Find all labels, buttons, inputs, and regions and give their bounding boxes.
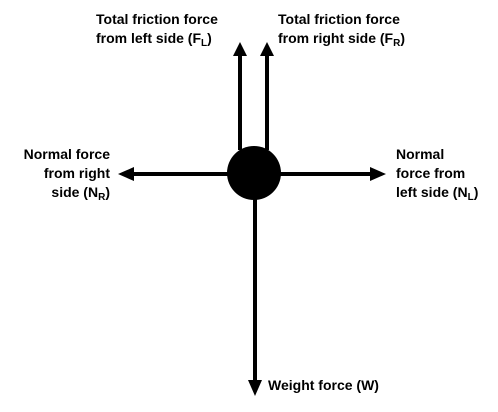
normal-left-label-line2: force from bbox=[396, 165, 466, 181]
normal-right-label-line3: side (NR) bbox=[14, 183, 110, 203]
normal-right-label-line1: Normal force bbox=[23, 146, 110, 162]
friction-left-label-suffix: ) bbox=[207, 30, 212, 46]
weight-arrowhead bbox=[248, 380, 262, 396]
weight-label: Weight force (W) bbox=[268, 376, 379, 395]
normal-right-label-prefix: side (N bbox=[51, 184, 99, 200]
normal-left-subscript: L bbox=[467, 192, 474, 203]
normal-left-arrowhead bbox=[370, 167, 386, 181]
normal-left-label: Normal force from left side (NL) bbox=[396, 145, 479, 203]
friction-right-label-line2: from right side (FR) bbox=[278, 29, 406, 49]
friction-left-subscript: L bbox=[201, 38, 208, 49]
normal-right-label-suffix: ) bbox=[105, 184, 110, 200]
normal-left-label-line3: left side (NL) bbox=[396, 183, 479, 203]
friction-right-label-suffix: ) bbox=[400, 30, 406, 46]
weight-label-text: Weight force (W) bbox=[268, 377, 379, 393]
body-circle bbox=[227, 146, 281, 200]
friction-right-label: Total friction force from right side (FR… bbox=[278, 10, 406, 49]
friction-left-label-line2: from left side (FL) bbox=[96, 29, 218, 49]
normal-right-label: Normal force from right side (NR) bbox=[14, 145, 110, 203]
normal-left-label-suffix: ) bbox=[473, 184, 479, 200]
normal-right-subscript: R bbox=[98, 192, 106, 203]
normal-left-label-line1: Normal bbox=[396, 146, 445, 162]
normal-right-label-line2: from right bbox=[43, 165, 110, 181]
friction-left-label-prefix: from left side (F bbox=[96, 30, 202, 46]
friction-right-label-prefix: from right side (F bbox=[278, 30, 394, 46]
normal-right-arrowhead bbox=[118, 167, 134, 181]
normal-left-label-prefix: left side (N bbox=[396, 184, 468, 200]
friction-left-arrowhead bbox=[233, 42, 247, 56]
friction-left-label-line1: Total friction force bbox=[96, 11, 218, 27]
friction-left-label: Total friction force from left side (FL) bbox=[96, 10, 218, 49]
friction-right-subscript: R bbox=[393, 38, 401, 49]
friction-right-arrowhead bbox=[260, 42, 274, 56]
friction-right-label-line1: Total friction force bbox=[278, 11, 400, 27]
